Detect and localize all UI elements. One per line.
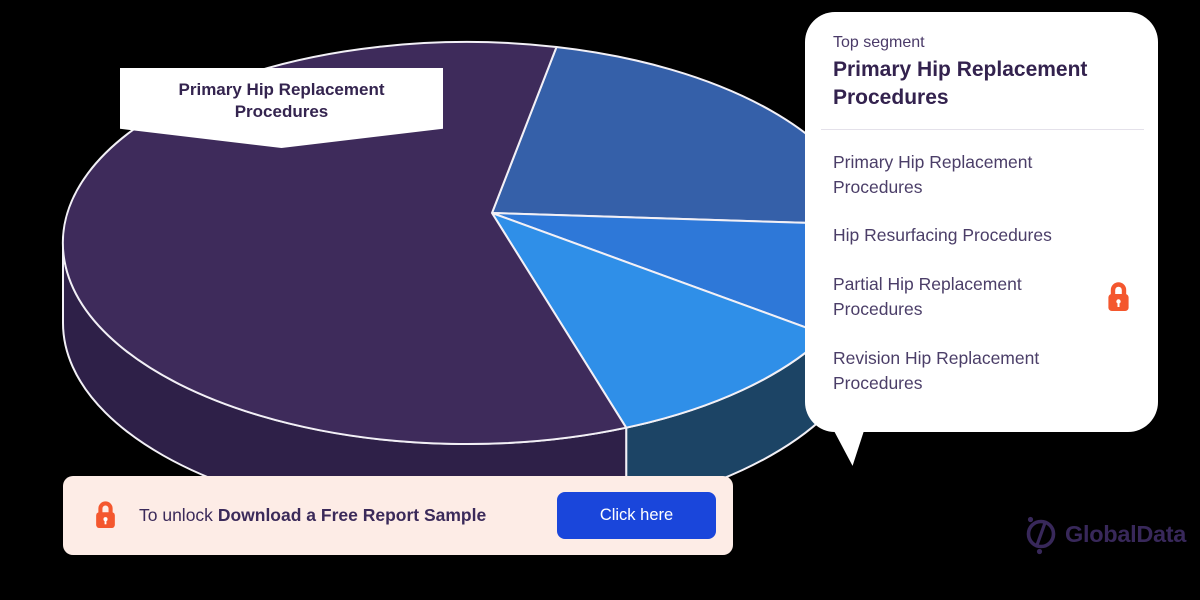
- slice-callout-label: Primary Hip Replacement Procedures: [120, 68, 443, 148]
- segment-list: Primary Hip Replacement Procedures Hip R…: [833, 150, 1132, 397]
- list-item: Revision Hip Replacement Procedures: [833, 346, 1132, 397]
- list-item: Partial Hip Replacement Procedures: [833, 272, 1132, 323]
- segment-label: Hip Resurfacing Procedures: [833, 225, 1052, 246]
- click-here-button[interactable]: Click here: [557, 492, 716, 539]
- globaldata-logo-text: GlobalData: [1065, 520, 1187, 547]
- segment-label: Partial Hip Replacement Procedures: [833, 273, 1022, 320]
- unlock-prefix: To unlock: [139, 505, 213, 525]
- list-item: Primary Hip Replacement Procedures: [833, 150, 1132, 201]
- unlock-banner: To unlock Download a Free Report Sample …: [63, 476, 733, 555]
- unlock-text: To unlock Download a Free Report Sample: [139, 505, 486, 526]
- list-item: Hip Resurfacing Procedures: [833, 223, 1132, 248]
- panel-title: Primary Hip Replacement Procedures: [833, 58, 1088, 110]
- callout-text: Primary Hip Replacement Procedures: [178, 80, 385, 121]
- lock-icon: [96, 501, 115, 528]
- panel-divider: [821, 128, 1144, 130]
- globaldata-logo: GlobalData: [1022, 513, 1186, 555]
- panel-eyebrow: Top segment: [833, 34, 925, 51]
- segment-label: Revision Hip Replacement Procedures: [833, 347, 1040, 393]
- top-segment-panel: Top segment Primary Hip Replacement Proc…: [805, 12, 1158, 432]
- lock-icon: [1108, 282, 1129, 311]
- unlock-bold: Download a Free Report Sample: [217, 505, 487, 525]
- globaldata-logo-icon: [1026, 516, 1056, 555]
- segment-label: Primary Hip Replacement Procedures: [833, 151, 1033, 198]
